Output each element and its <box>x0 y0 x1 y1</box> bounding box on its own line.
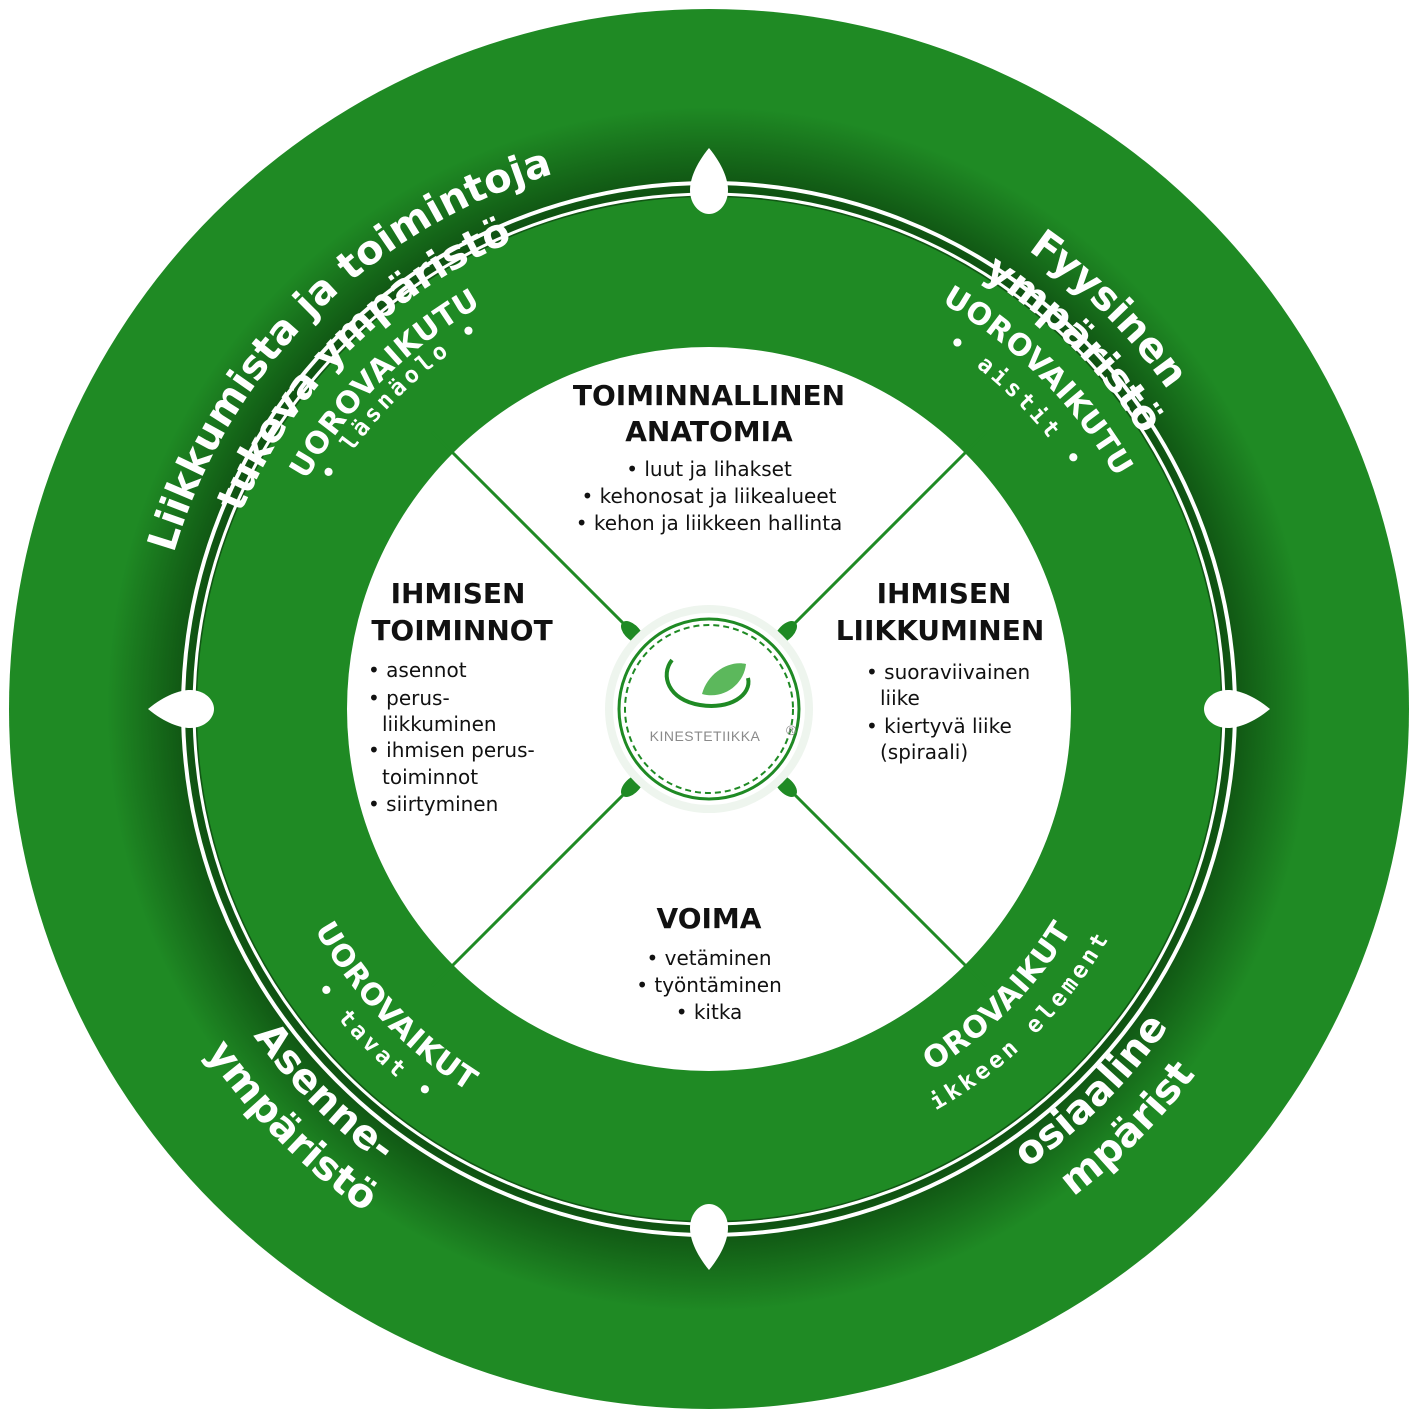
leaf-top-icon <box>690 148 728 214</box>
center-logo: KINESTETIIKKA ® <box>605 605 813 813</box>
quadrant-bottom: VOIMA • vetäminen • työntäminen • kitka <box>636 902 782 1024</box>
quadrant-top-item-2: • kehonosat ja liikealueet <box>582 484 837 508</box>
leaf-bottom-icon <box>690 1204 728 1270</box>
quadrant-left-item-3: liikkuminen <box>382 712 497 736</box>
quadrant-right-item-1: • suoraviivainen <box>866 660 1030 684</box>
quadrant-left-item-2: • perus- <box>368 686 450 710</box>
quadrant-bottom-item-1: • vetäminen <box>646 946 771 970</box>
quadrant-top-title-2: ANATOMIA <box>625 415 793 448</box>
quadrant-right-title-1: IHMISEN <box>877 577 1012 610</box>
quadrant-left-item-6: • siirtyminen <box>368 792 498 816</box>
quadrant-left-title-2: TOIMINNOT <box>371 614 552 647</box>
quadrant-bottom-item-2: • työntäminen <box>636 973 782 997</box>
quadrant-right-item-3: • kiertyvä liike <box>866 714 1012 738</box>
quadrant-right-item-4: (spiraali) <box>880 740 968 764</box>
leaf-left-icon <box>148 690 214 728</box>
quadrant-left-item-4: • ihmisen perus- <box>368 738 535 762</box>
quadrant-right-item-2: liike <box>880 686 920 710</box>
quadrant-right: IHMISEN LIIKKUMINEN • suoraviivainen lii… <box>836 577 1045 764</box>
quadrant-bottom-title: VOIMA <box>657 902 762 935</box>
quadrant-left-title-1: IHMISEN <box>391 577 526 610</box>
leaf-swirl-icon <box>664 658 751 708</box>
quadrant-left: IHMISEN TOIMINNOT • asennot • perus- lii… <box>368 577 553 816</box>
quadrant-top-item-3: • kehon ja liikkeen hallinta <box>576 511 843 535</box>
quadrant-right-title-2: LIIKKUMINEN <box>836 614 1045 647</box>
quadrant-left-item-5: toiminnot <box>382 765 478 789</box>
quadrant-bottom-item-3: • kitka <box>676 1000 743 1024</box>
logo-text: KINESTETIIKKA <box>650 728 761 744</box>
logo-registered-mark: ® <box>786 722 797 738</box>
leaf-right-icon <box>1204 690 1270 728</box>
quadrant-top-item-1: • luut ja lihakset <box>626 457 792 481</box>
quadrant-left-item-1: • asennot <box>368 658 467 682</box>
quadrant-top: TOIMINNALLINEN ANATOMIA • luut ja lihaks… <box>573 379 845 535</box>
quadrant-top-title-1: TOIMINNALLINEN <box>573 379 845 412</box>
